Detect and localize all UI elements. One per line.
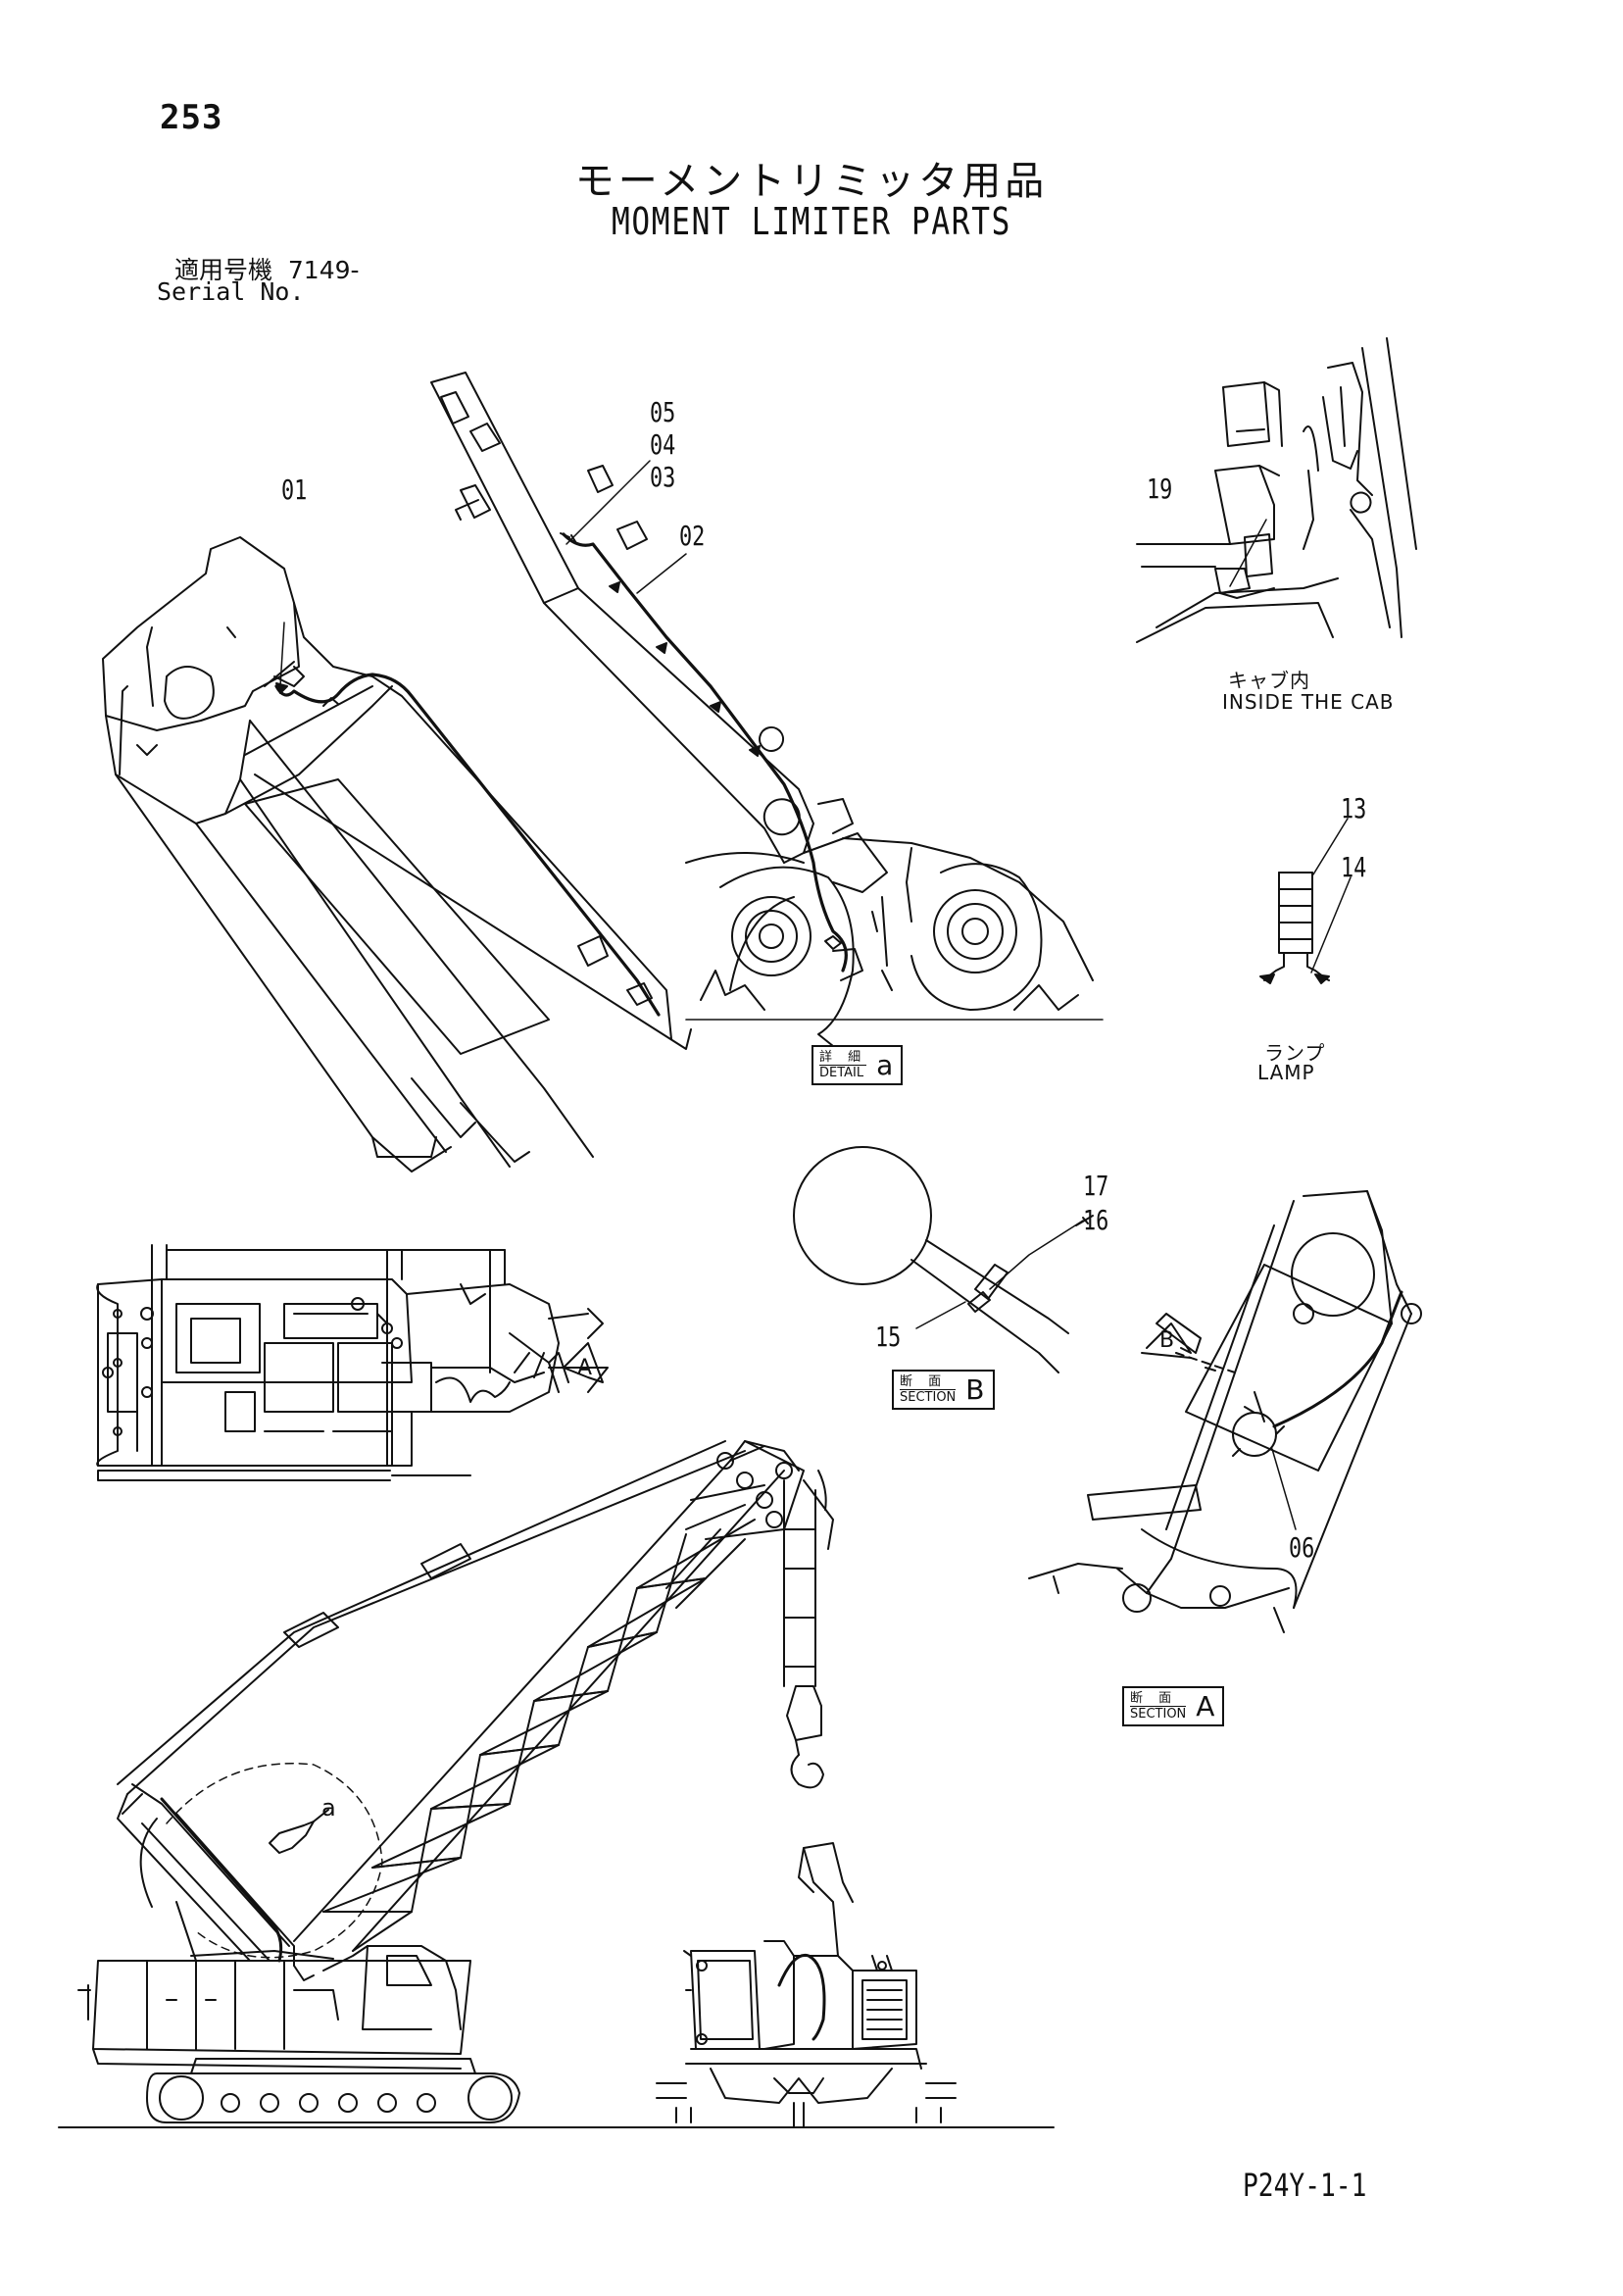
view-marker-a bbox=[548, 1342, 609, 1393]
section-b-view bbox=[793, 1146, 1094, 1373]
serial-number-label: Serial No. bbox=[157, 277, 305, 306]
caption-cab-japanese: キャブ内 bbox=[1228, 669, 1310, 692]
caption-lamp-japanese: ランプ bbox=[1264, 1041, 1326, 1065]
callout-14: 14 bbox=[1341, 851, 1367, 883]
caption-cab-english: INSIDE THE CAB bbox=[1222, 690, 1395, 714]
lamp-view bbox=[1259, 818, 1352, 984]
page-title-japanese: モーメントリミッタ用品 bbox=[574, 159, 1049, 204]
section-a-view bbox=[1028, 1190, 1422, 1633]
callout-03: 03 bbox=[650, 461, 676, 493]
callout-02: 02 bbox=[679, 520, 706, 552]
detail-a-view bbox=[430, 372, 1104, 1055]
page-title-english: MOMENT LIMITER PARTS bbox=[611, 200, 1012, 243]
view-marker-b bbox=[1141, 1323, 1192, 1359]
section-b-label-english: SECTION bbox=[900, 1390, 957, 1405]
cab-interior-view bbox=[1136, 337, 1417, 643]
crane-rear-view bbox=[656, 1842, 957, 2128]
callout-19: 19 bbox=[1147, 473, 1173, 505]
callout-leaders bbox=[566, 460, 687, 594]
callout-15: 15 bbox=[875, 1321, 902, 1353]
detail-label-letter: a bbox=[876, 1049, 894, 1081]
callout-16: 16 bbox=[1083, 1204, 1109, 1236]
section-b-label-japanese: 断 面 bbox=[900, 1374, 957, 1390]
serial-number-japanese: 適用号機 7149- bbox=[174, 256, 360, 284]
section-b-label-letter: B bbox=[965, 1373, 985, 1406]
callout-05: 05 bbox=[650, 396, 676, 428]
callout-01: 01 bbox=[281, 474, 308, 506]
callout-17: 17 bbox=[1083, 1170, 1109, 1202]
callout-04: 04 bbox=[650, 428, 676, 461]
page-number: 253 bbox=[160, 98, 223, 137]
detail-pointer-letter: a bbox=[321, 1794, 337, 1822]
crane-top-view bbox=[96, 1244, 604, 1481]
crane-side-view bbox=[58, 1440, 1055, 2128]
boom-base-view bbox=[102, 536, 692, 1173]
figure-code: P24Y-1-1 bbox=[1243, 2167, 1367, 2204]
detail-label-english: DETAIL bbox=[819, 1066, 864, 1080]
section-a-label-english: SECTION bbox=[1130, 1707, 1187, 1722]
detail-label-japanese: 詳 細 bbox=[819, 1050, 867, 1066]
view-marker-a-letter: A bbox=[577, 1356, 594, 1380]
section-a-label-japanese: 断 面 bbox=[1130, 1691, 1187, 1707]
callout-13: 13 bbox=[1341, 792, 1367, 824]
section-a-label-letter: A bbox=[1196, 1690, 1215, 1722]
callout-06: 06 bbox=[1289, 1531, 1315, 1564]
caption-lamp-english: LAMP bbox=[1257, 1061, 1315, 1084]
view-marker-b-letter: B bbox=[1159, 1328, 1176, 1353]
